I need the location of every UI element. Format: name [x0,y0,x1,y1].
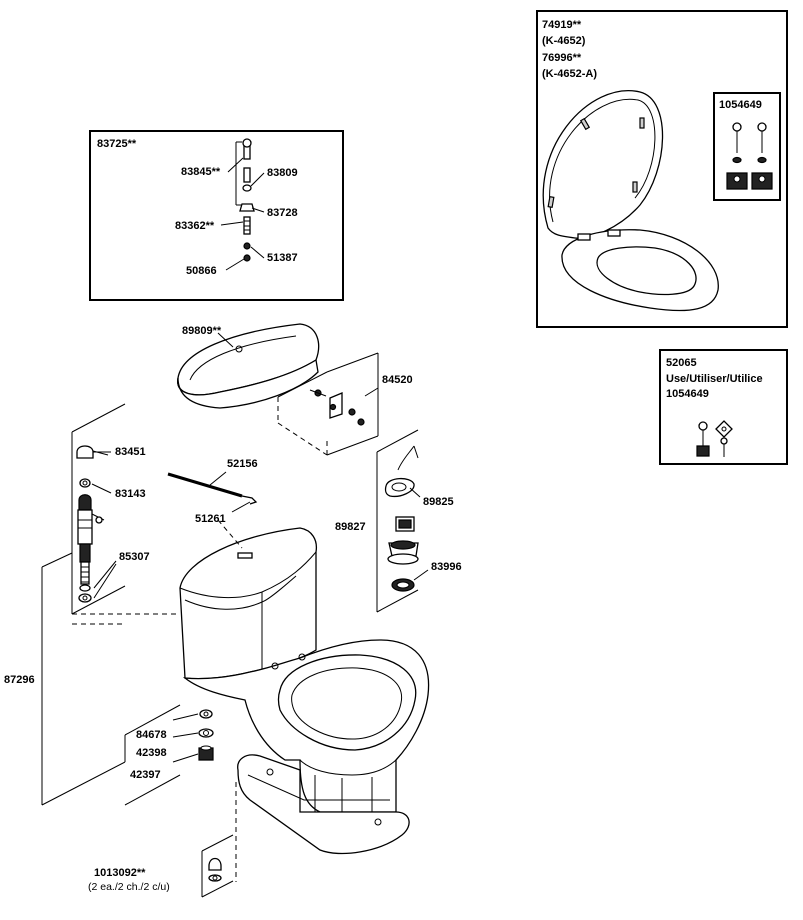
label-83451: 83451 [115,446,146,458]
label-kit-52065-sub: 1054649 [666,388,709,400]
toilet-bowl [182,639,430,882]
fill-valve-bracket [71,403,126,615]
label-85307: 85307 [119,551,150,563]
label-83143: 83143 [115,488,146,500]
label-83845: 83845** [181,166,221,178]
tank-lid [177,323,320,409]
label-83809: 83809 [267,167,298,179]
label-kit-83725: 83725** [97,138,137,150]
label-1013092: 1013092** [94,867,146,879]
bolt-cap-bracket [201,834,234,898]
label-89827: 89827 [335,521,366,533]
label-89825: 89825 [423,496,454,508]
label-84678: 84678 [136,729,167,741]
label-51261: 51261 [195,513,226,525]
label-seat-k4652: (K-4652) [542,35,586,47]
bracket-87296 [41,552,180,806]
label-use-text: Use/Utiliser/Utilice [666,373,763,385]
kit-83725-box [89,130,344,301]
label-kit-52065: 52065 [666,357,697,369]
kit-52065-box [659,349,788,465]
label-83728: 83728 [267,207,298,219]
flush-valve-bracket [376,429,429,613]
seat-box [536,10,788,328]
label-51387: 51387 [267,252,298,264]
label-seat-k4652a: (K-4652-A) [542,68,597,80]
label-seat-74919: 74919** [542,19,582,31]
label-42398: 42398 [136,747,167,759]
label-1013092-qty: (2 ea./2 ch./2 c/u) [88,881,170,893]
tank-bowl-hardware [124,704,214,806]
label-83362: 83362** [175,220,215,232]
label-89809: 89809** [182,325,222,337]
label-84520: 84520 [382,374,413,386]
label-83996: 83996 [431,561,462,573]
trip-rod [167,471,258,513]
toilet-tank [179,519,318,680]
label-87296: 87296 [4,674,35,686]
label-seat-76996: 76996** [542,52,582,64]
label-50866: 50866 [186,265,217,277]
label-52156: 52156 [227,458,258,470]
trip-lever-bracket [277,352,379,456]
label-hinge-1054649: 1054649 [719,99,762,111]
label-42397: 42397 [130,769,161,781]
